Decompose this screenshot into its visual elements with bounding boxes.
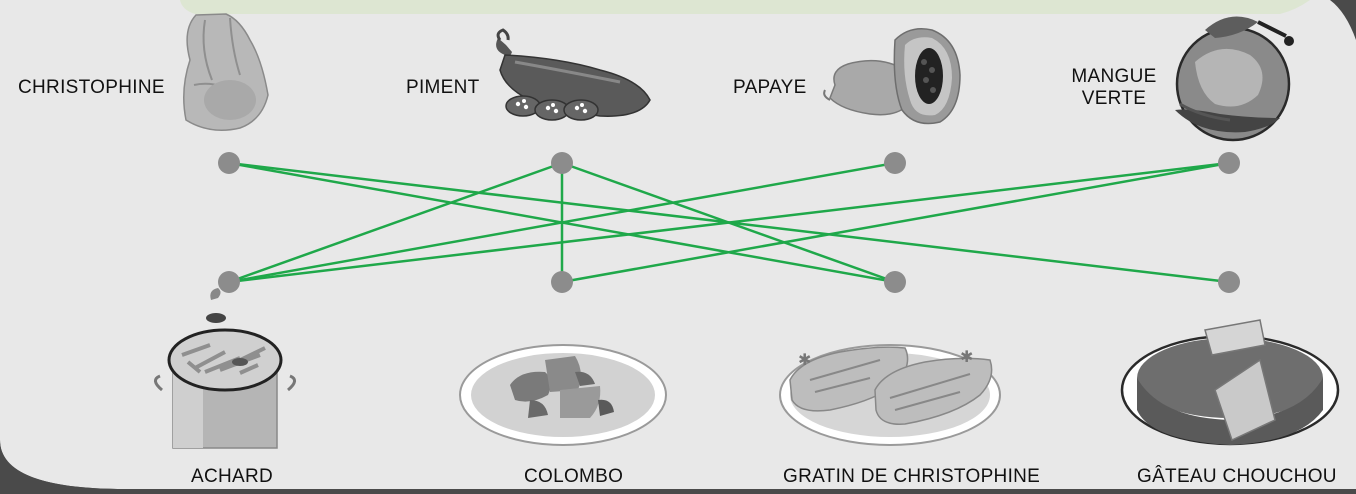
ingredient-label-mangue-line1: MANGUE: [1071, 66, 1157, 87]
ingredient-node-papaye[interactable]: [884, 152, 906, 174]
ingredient-label-piment: PIMENT: [406, 77, 480, 98]
dish-node-colombo[interactable]: [551, 271, 573, 293]
papaye-illustration: [823, 28, 961, 125]
node-dots: [218, 152, 1240, 293]
dish-node-gateau[interactable]: [1218, 271, 1240, 293]
svg-text:✱: ✱: [960, 347, 973, 366]
ingredient-label-mangue: MANGUE VERTE: [1062, 66, 1166, 110]
ingredient-node-mangue[interactable]: [1218, 152, 1240, 174]
ingredient-node-piment[interactable]: [551, 152, 573, 174]
connector-piment-achard: [228, 161, 563, 284]
ingredient-label-christophine: CHRISTOPHINE: [18, 77, 165, 98]
dish-label-gratin: GRATIN DE CHRISTOPHINE: [783, 466, 1041, 487]
top-band: [180, 0, 1310, 14]
dish-label-colombo: COLOMBO: [524, 466, 624, 487]
connector-papaye-achard: [228, 161, 896, 284]
bottom-left-shadow: [0, 440, 125, 489]
connector-mangue-achard: [228, 161, 1230, 284]
dish-label-achard: ACHARD: [191, 466, 274, 487]
mangue-illustration: [1175, 16, 1294, 142]
gratin-illustration: ✱ ✱: [779, 344, 1001, 446]
dish-node-achard[interactable]: [218, 271, 240, 293]
top-right-corner: [1330, 0, 1356, 40]
ingredient-label-mangue-line2: VERTE: [1081, 88, 1147, 109]
svg-text:✱: ✱: [798, 350, 811, 369]
christophine-illustration: [183, 13, 269, 131]
connection-lines: [228, 161, 1230, 284]
ingredient-label-papaye: PAPAYE: [733, 77, 807, 98]
ingredient-node-christophine[interactable]: [218, 152, 240, 174]
colombo-illustration: [459, 344, 667, 446]
dish-node-gratin[interactable]: [884, 271, 906, 293]
connector-mangue-colombo: [561, 161, 1230, 284]
piment-illustration: [496, 28, 651, 121]
achard-illustration: [154, 288, 296, 449]
gateau-illustration: [1120, 319, 1340, 446]
dish-label-gateau: GÂTEAU CHOUCHOU: [1137, 466, 1337, 487]
